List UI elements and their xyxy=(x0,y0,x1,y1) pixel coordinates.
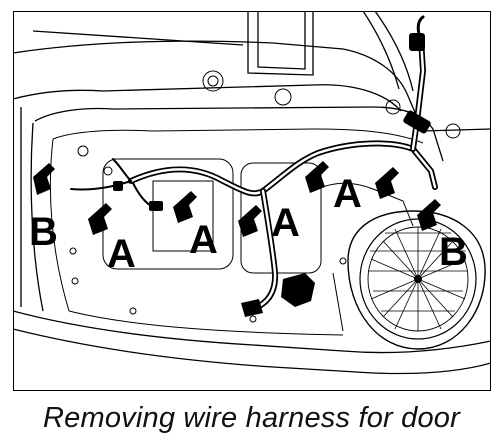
arrow-right-b xyxy=(417,199,441,231)
figure-caption: Removing wire harness for door xyxy=(42,402,460,434)
door-panel-illustration: B A A A A B xyxy=(13,11,491,391)
arrow-a3 xyxy=(238,205,262,237)
label-a-4: A xyxy=(333,172,362,216)
door-shell xyxy=(13,11,491,375)
arrow-a1 xyxy=(88,203,112,235)
door-diagram: B A A A A B xyxy=(13,11,491,391)
label-b-right: B xyxy=(439,230,468,274)
label-b-left: B xyxy=(29,210,58,254)
arrow-left-b xyxy=(33,163,55,195)
arrow-a4-right xyxy=(375,167,399,199)
removal-arrows xyxy=(33,161,441,237)
label-a-2: A xyxy=(189,218,218,262)
label-a-3: A xyxy=(271,201,300,245)
speaker-grille xyxy=(347,210,486,350)
arrow-a4-left xyxy=(305,161,329,193)
arrow-a2 xyxy=(173,191,197,223)
harness-connectors xyxy=(113,33,431,317)
label-a-1: A xyxy=(107,232,136,276)
wire-harness xyxy=(70,15,438,312)
inner-panel xyxy=(49,70,461,336)
figure-border xyxy=(13,11,491,391)
